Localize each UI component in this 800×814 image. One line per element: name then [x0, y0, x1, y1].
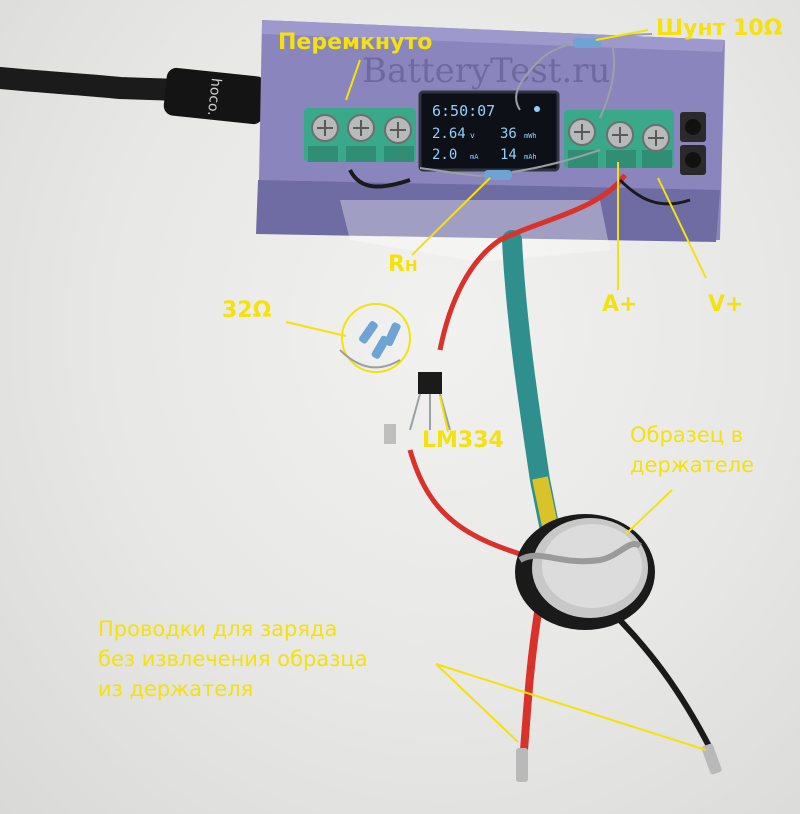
label-v-plus: V+ — [708, 292, 744, 317]
label-a-plus: A+ — [602, 292, 638, 317]
label-sample: Образец в держателе — [630, 420, 790, 480]
lm334-package — [384, 372, 451, 444]
oled-current-unit: mA — [470, 153, 479, 161]
label-peremknuto: Перемкнуто — [278, 30, 433, 55]
resistor-group-32ohm — [339, 303, 411, 373]
label-sample-line-1: Образец в — [630, 423, 744, 447]
label-rh-sub: H — [404, 257, 418, 275]
heatshrink-tube — [502, 230, 562, 550]
right-terminal-block — [564, 110, 674, 168]
usb-cable: hoco. — [0, 67, 267, 125]
label-rh: RH — [388, 252, 418, 277]
oled-voltage-unit: v — [470, 131, 475, 140]
label-wires-line-3: из держателя — [98, 677, 254, 701]
oled-capacity-mwh: 36 — [500, 126, 517, 142]
label-lm334: LM334 — [422, 428, 504, 453]
black-wires — [348, 169, 713, 750]
wire-tips — [516, 743, 722, 782]
enclosure-watermark: BatteryTest.ru — [362, 51, 610, 91]
oled-voltage: 2.64 — [432, 126, 466, 142]
label-32-ohm: 32Ω — [222, 298, 272, 323]
label-wires-line-1: Проводки для заряда — [98, 617, 338, 641]
label-sample-line-2: держателе — [630, 453, 755, 477]
oled-mwh-unit: mWh — [524, 132, 537, 140]
oled-capacity-mah: 14 — [500, 147, 517, 163]
left-terminal-block — [304, 108, 416, 162]
oled-time: 6:50:07 — [432, 102, 495, 120]
shunt-resistor — [515, 33, 653, 119]
red-wires — [407, 173, 628, 751]
label-charging-wires: Проводки для заряда без извлечения образ… — [98, 614, 438, 704]
label-rh-main: R — [388, 252, 405, 277]
oled-display: 6:50:07 2.64 v 36 mWh 2.0 mA 14 mAh — [418, 90, 560, 172]
cable-brand-text: hoco. — [204, 77, 224, 116]
tape — [340, 200, 610, 262]
coin-cell-holder — [515, 514, 655, 630]
label-wires-line-2: без извлечения образца — [98, 647, 368, 671]
label-shunt: Шунт 10Ω — [656, 16, 783, 41]
oled-current: 2.0 — [432, 147, 457, 163]
leader-lines — [285, 29, 707, 751]
oled-mah-unit: mAh — [524, 153, 537, 161]
load-resistor — [419, 149, 601, 180]
push-buttons — [680, 112, 706, 175]
